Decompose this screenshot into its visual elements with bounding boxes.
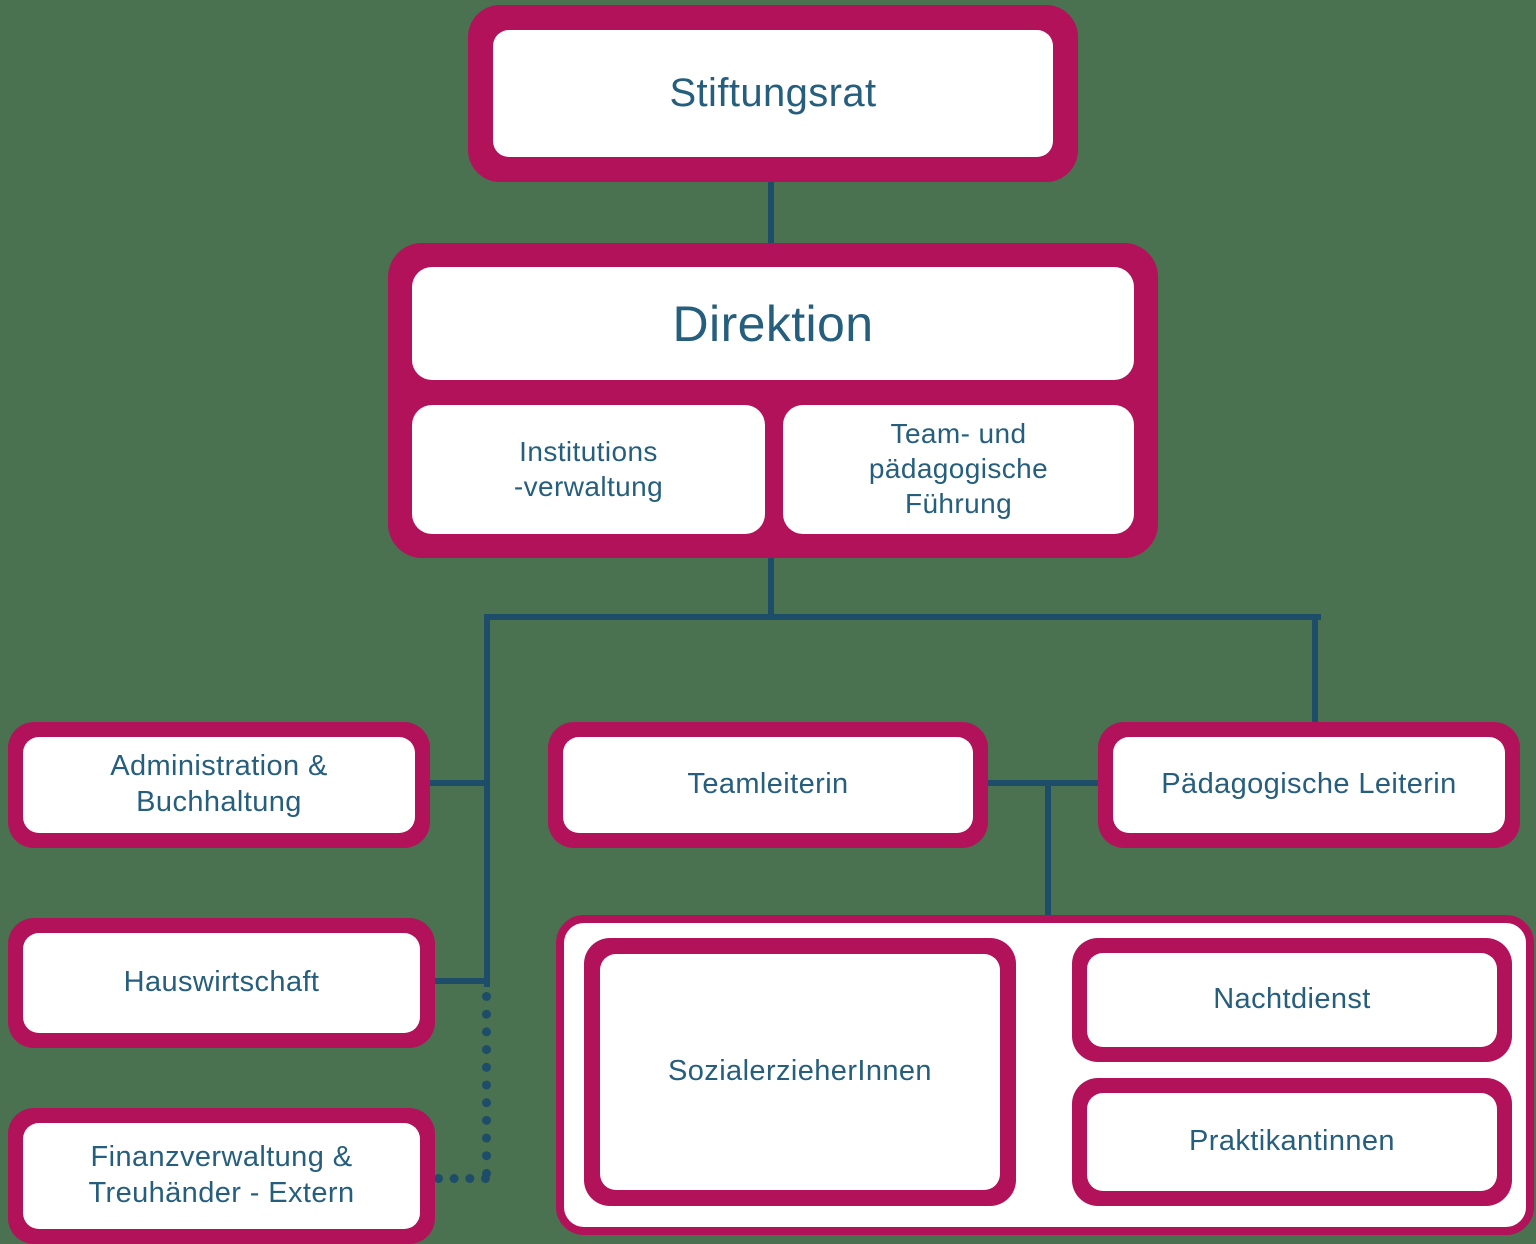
node-administration-line1: Administration & (110, 750, 328, 783)
node-team-paed-fuehrung-line2: pädagogische (868, 453, 1049, 485)
node-stiftungsrat: Stiftungsrat (468, 5, 1078, 182)
connector-main-horizontal (484, 614, 1321, 620)
connector-hauswirtschaft-stub (432, 978, 488, 984)
node-finanzverwaltung-line2: Treuhänder - Extern (88, 1177, 355, 1209)
node-praktikantinnen: Praktikantinnen (1072, 1078, 1512, 1206)
node-administration-line2: Buchhaltung (136, 786, 302, 818)
node-nachtdienst: Nachtdienst (1072, 938, 1512, 1062)
node-finanzverwaltung-treuhaender: Finanzverwaltung & Treuhänder - Extern (8, 1108, 435, 1244)
connector-team-group-drop (1045, 780, 1051, 917)
node-paedagogische-leiterin-label: Pädagogische Leiterin (1113, 737, 1505, 833)
node-teamleiterin-label: Teamleiterin (563, 737, 973, 833)
node-team-paed-fuehrung: Team- und pädagogische Führung (783, 405, 1134, 534)
connector-stiftungsrat-direktion (768, 180, 774, 244)
node-finanzverwaltung-line1: Finanzverwaltung & (90, 1141, 353, 1174)
node-institutionsverwaltung-line2: -verwaltung (513, 470, 664, 502)
node-institutionsverwaltung-line1: Institutions (519, 435, 658, 467)
connector-teamleiterin-paed (986, 780, 1100, 786)
node-sozialerzieherinnen-label: SozialerzieherInnen (600, 954, 1000, 1190)
node-paedagogische-leiterin: Pädagogische Leiterin (1098, 722, 1520, 848)
node-teamleiterin: Teamleiterin (548, 722, 988, 848)
connector-left-vertical (484, 614, 490, 987)
node-stiftungsrat-label: Stiftungsrat (493, 30, 1053, 157)
node-institutionsverwaltung: Institutions -verwaltung (412, 405, 765, 534)
connector-dotted-vertical (482, 992, 491, 1178)
node-administration-buchhaltung-label: Administration & Buchhaltung (23, 737, 415, 833)
node-nachtdienst-label: Nachtdienst (1087, 953, 1497, 1047)
connector-direktion-down (768, 556, 774, 620)
node-sozialerzieherinnen: SozialerzieherInnen (584, 938, 1016, 1206)
connector-paed-leiterin-drop (1312, 614, 1318, 724)
node-direktion-label: Direktion (412, 267, 1134, 380)
node-administration-buchhaltung: Administration & Buchhaltung (8, 722, 430, 848)
node-team-paed-fuehrung-line1: Team- und (890, 418, 1027, 450)
node-hauswirtschaft: Hauswirtschaft (8, 918, 435, 1048)
node-finanzverwaltung-label: Finanzverwaltung & Treuhänder - Extern (23, 1123, 420, 1229)
node-hauswirtschaft-label: Hauswirtschaft (23, 933, 420, 1033)
node-team-paed-fuehrung-line3: Führung (904, 487, 1013, 519)
node-praktikantinnen-label: Praktikantinnen (1087, 1093, 1497, 1191)
node-direktion-block: Direktion Institutions -verwaltung Team-… (388, 243, 1158, 558)
connector-dotted-horizontal (434, 1174, 490, 1183)
connector-admin-stub (428, 780, 488, 786)
